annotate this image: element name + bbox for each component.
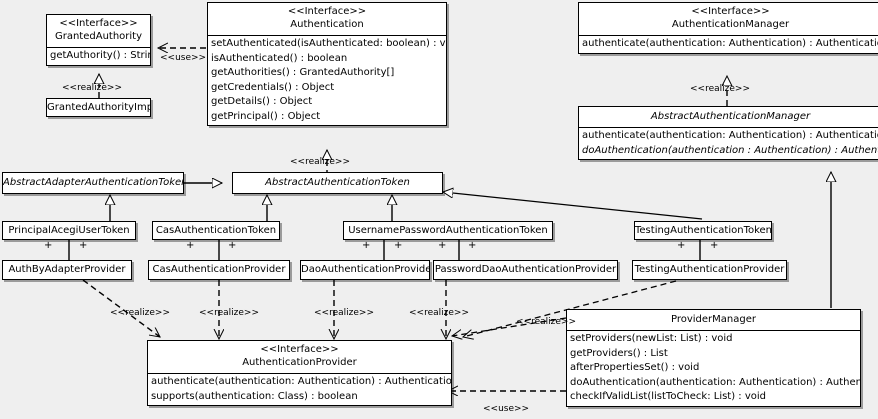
- class-granted-authority-impl[interactable]: GrantedAuthorityImpl: [46, 98, 151, 117]
- operation-row: setAuthenticated(isAuthenticated: boolea…: [211, 38, 446, 49]
- label-realize-authbyadapterprovider: <<realize>>: [110, 308, 170, 318]
- operations-compartment: authenticate(authentication: Authenticat…: [148, 374, 451, 405]
- label-realize-daoauthenticationprovider: <<realize>>: [314, 308, 374, 318]
- class-authentication-provider[interactable]: <<Interface>> AuthenticationProvider aut…: [147, 340, 452, 406]
- class-authentication-manager[interactable]: <<Interface>> AuthenticationManager auth…: [578, 2, 878, 54]
- operations-compartment: authenticate(authentication: Authenticat…: [579, 128, 878, 159]
- class-password-dao-authentication-provider[interactable]: PasswordDaoAuthenticationProvider: [433, 260, 618, 280]
- operation-row: getPrincipal() : Object: [211, 110, 321, 122]
- compartment-divider: [579, 127, 878, 128]
- operation-row: authenticate(authentication: Authenticat…: [151, 376, 451, 387]
- class-testing-authentication-token[interactable]: TestingAuthenticationToken: [634, 221, 772, 240]
- class-abstract-authentication-token[interactable]: AbstractAuthenticationToken: [232, 172, 443, 194]
- class-name: AbstractAuthenticationManager: [650, 111, 811, 122]
- operation-row: checkIfValidList(listToCheck: List) : vo…: [570, 391, 767, 402]
- class-header: <<Interface>> Authentication: [208, 3, 446, 35]
- class-header: AbstractAuthenticationManager: [579, 107, 878, 127]
- multiplicity-plus: +: [362, 240, 371, 251]
- class-name: AuthenticationProvider: [242, 357, 357, 368]
- class-dao-authentication-provider[interactable]: DaoAuthenticationProvider: [300, 260, 430, 280]
- label-realize-testingauthenticationprovider: <<realize>>: [516, 317, 576, 327]
- operation-row: getProviders() : List: [570, 347, 668, 359]
- operations-compartment: authenticate(authentication: Authenticat…: [579, 36, 878, 53]
- multiplicity-plus: +: [438, 240, 447, 251]
- compartment-divider: [567, 330, 860, 331]
- operation-row: authenticate(authentication: Authenticat…: [582, 130, 878, 141]
- class-provider-manager[interactable]: ProviderManager setProviders(newList: Li…: [566, 309, 861, 407]
- class-abstract-adapter-authentication-token[interactable]: AbstractAdapterAuthenticationToken: [2, 172, 184, 194]
- multiplicity-plus: +: [186, 240, 195, 251]
- label-realize-abstractauthenticationtoken: <<realize>>: [290, 157, 350, 167]
- class-header: <<Interface>> AuthenticationManager: [579, 3, 878, 35]
- compartment-divider: [148, 373, 451, 374]
- label-use-grantedauthority: <<use>>: [160, 53, 207, 63]
- multiplicity-plus: +: [44, 240, 53, 251]
- multiplicity-plus: +: [710, 240, 719, 251]
- label-realize-casauthenticationprovider: <<realize>>: [199, 308, 259, 318]
- operation-row: authenticate(authentication: Authenticat…: [582, 38, 878, 49]
- operation-row: getAuthority() : String: [50, 50, 150, 61]
- operations-compartment: getAuthority() : String: [47, 48, 150, 65]
- compartment-divider: [579, 35, 878, 36]
- operation-row: getAuthorities() : GrantedAuthority[]: [211, 67, 395, 78]
- operation-row: doAuthentication(authentication: Authent…: [570, 376, 860, 388]
- operation-row: supports(authentication: Class) : boolea…: [151, 390, 358, 402]
- compartment-divider: [47, 47, 150, 48]
- multiplicity-plus: +: [228, 240, 237, 251]
- operations-compartment: setProviders(newList: List) : void getPr…: [567, 331, 860, 406]
- class-testing-authentication-provider[interactable]: TestingAuthenticationProvider: [632, 260, 787, 280]
- class-header: <<Interface>> AuthenticationProvider: [148, 341, 451, 373]
- label-realize-abstractauthenticationmanager: <<realize>>: [690, 84, 750, 94]
- compartment-divider: [208, 35, 446, 36]
- stereotype-label: <<Interface>>: [260, 344, 339, 355]
- class-header: <<Interface>> GrantedAuthority: [47, 15, 150, 47]
- label-realize-passworddaoprovider: <<realize>>: [409, 308, 469, 318]
- operation-row: setProviders(newList: List) : void: [570, 333, 733, 344]
- class-cas-authentication-token[interactable]: CasAuthenticationToken: [152, 221, 280, 240]
- class-abstract-authentication-manager[interactable]: AbstractAuthenticationManager authentica…: [578, 106, 878, 160]
- stereotype-label: <<Interface>>: [287, 6, 367, 17]
- class-auth-by-adapter-provider[interactable]: AuthByAdapterProvider: [2, 260, 132, 280]
- label-use-providermanager: <<use>>: [483, 404, 530, 414]
- multiplicity-plus: +: [677, 240, 686, 251]
- operations-compartment: setAuthenticated(isAuthenticated: boolea…: [208, 36, 446, 125]
- class-username-password-authentication-token[interactable]: UsernamePasswordAuthenticationToken: [343, 221, 553, 240]
- class-name: ProviderManager: [670, 314, 756, 325]
- operation-row: getDetails() : Object: [211, 96, 313, 107]
- class-header: ProviderManager: [567, 310, 860, 330]
- stereotype-label: <<Interface>>: [691, 6, 770, 17]
- class-name: Authentication: [290, 19, 364, 30]
- operation-row: doAuthentication(authentication : Authen…: [582, 144, 878, 156]
- multiplicity-plus: +: [468, 240, 477, 251]
- label-realize-grantedauthorityimpl: <<realize>>: [62, 83, 122, 93]
- stereotype-label: <<Interface>>: [59, 18, 138, 29]
- operation-row: isAuthenticated() : boolean: [211, 52, 348, 64]
- multiplicity-plus: +: [79, 240, 88, 251]
- generalization-testingauthenticationtoken: [443, 192, 703, 220]
- class-cas-authentication-provider[interactable]: CasAuthenticationProvider: [148, 260, 290, 280]
- class-granted-authority[interactable]: <<Interface>> GrantedAuthority getAuthor…: [46, 14, 151, 66]
- class-authentication[interactable]: <<Interface>> Authentication setAuthenti…: [207, 2, 447, 126]
- multiplicity-plus: +: [394, 240, 403, 251]
- operation-row: afterPropertiesSet() : void: [570, 362, 700, 373]
- operation-row: getCredentials() : Object: [211, 81, 335, 93]
- class-name: GrantedAuthority: [54, 31, 143, 42]
- class-name: AuthenticationManager: [671, 19, 790, 30]
- class-principal-acegi-user-token[interactable]: PrincipalAcegiUserToken: [2, 221, 136, 240]
